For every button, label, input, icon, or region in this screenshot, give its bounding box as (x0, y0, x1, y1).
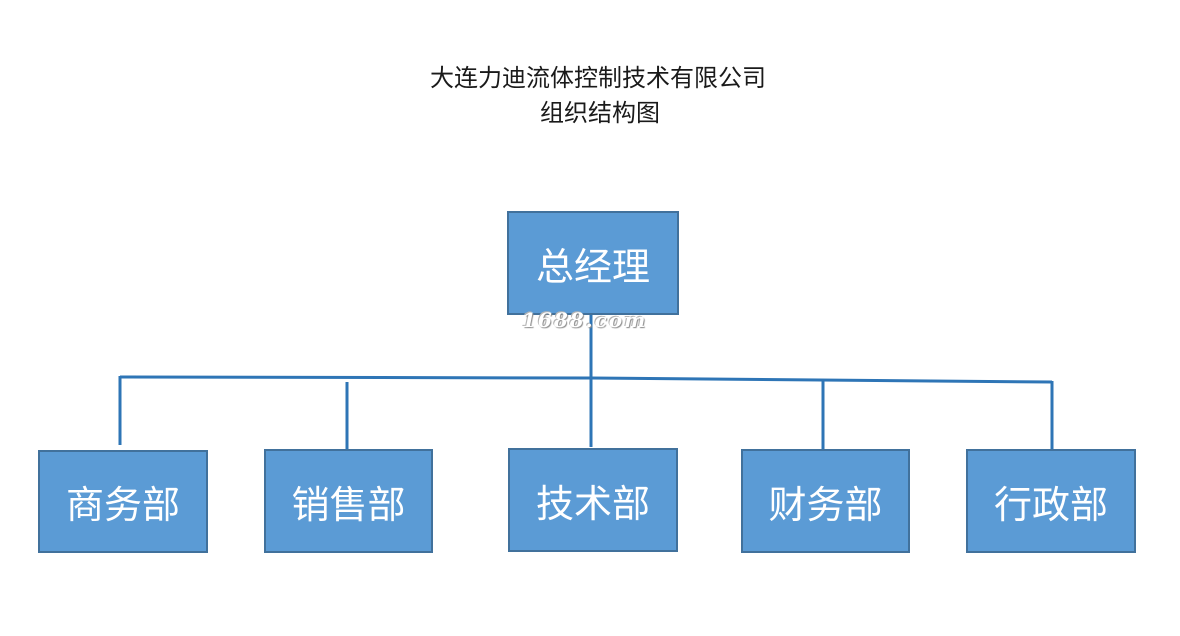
dept-box-caiwu: 财务部 (741, 449, 910, 553)
dept-box-jishu: 技术部 (508, 448, 678, 552)
dept-label-xiaoshou: 销售部 (291, 482, 406, 527)
dept-label-caiwu: 财务部 (768, 482, 883, 527)
company-title: 大连力迪流体控制技术有限公司 (430, 64, 766, 92)
dept-box-shangwu: 商务部 (38, 450, 208, 553)
dept-label-jishu: 技术部 (535, 481, 650, 526)
dept-label-shangwu: 商务部 (65, 483, 180, 527)
horizontal-branch-connector (119, 375, 1053, 384)
watermark-1688: 1688.com (522, 308, 648, 332)
dept-label-xingzheng: 行政部 (993, 482, 1108, 527)
dept-box-xingzheng: 行政部 (966, 449, 1136, 553)
general-manager-box: 总经理 (507, 211, 679, 315)
general-manager-label: 总经理 (535, 244, 650, 289)
dept-box-xiaoshou: 销售部 (264, 449, 433, 553)
chart-subtitle: 组织结构图 (540, 99, 660, 127)
